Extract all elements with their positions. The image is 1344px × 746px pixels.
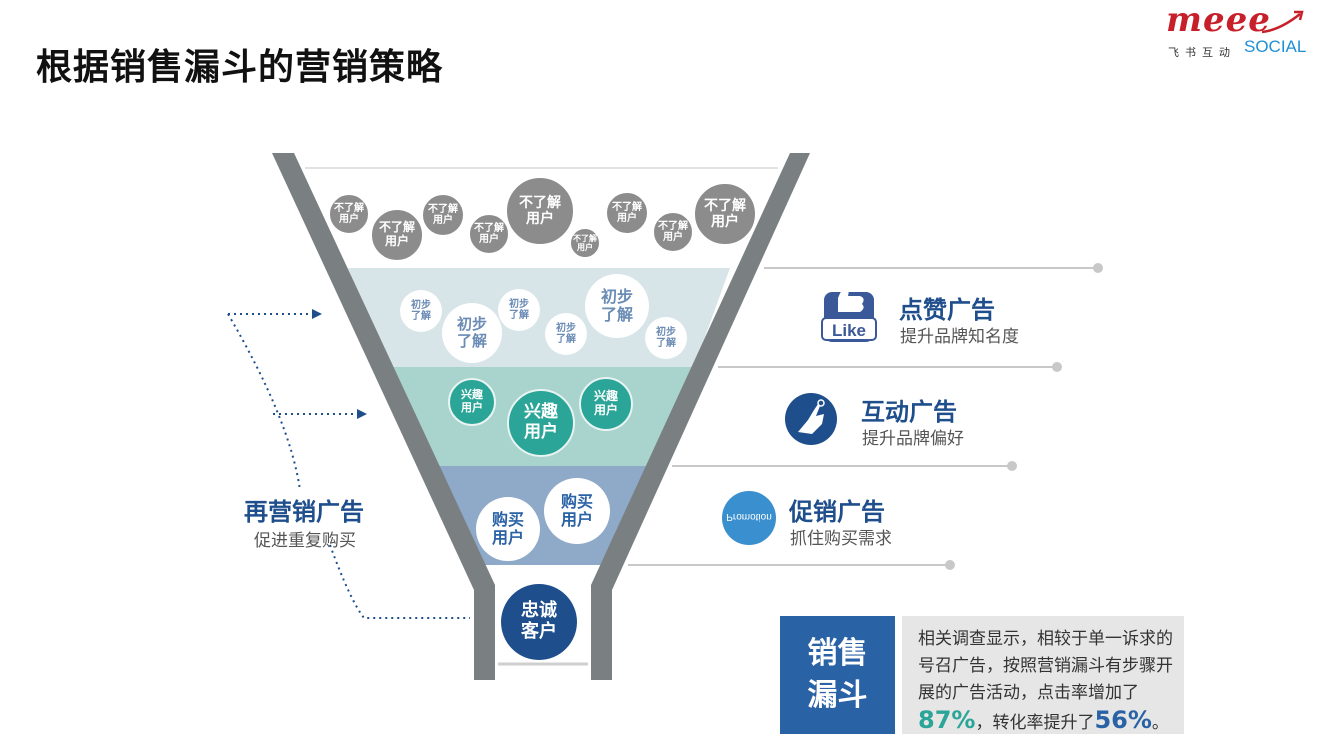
ad-title-like: 点赞广告	[899, 296, 995, 324]
promotion-icon-text: Promotion	[726, 511, 772, 522]
retarget-desc: 促进重复购买	[254, 531, 356, 551]
loyal-bubble: 忠诚 客户	[501, 584, 577, 660]
retarget-title: 再营销广告	[244, 498, 364, 526]
ad-title-promo: 促销广告	[789, 498, 885, 526]
unaware-bubble: 不了解 用户	[569, 227, 601, 259]
brand-logo: meee 飞书互动 SOCIAL	[1160, 0, 1310, 60]
stat-text-1: 相关调查显示，相较于单一诉求的号召广告，按照营销漏斗有步骤开展的广告活动，点击率…	[918, 629, 1173, 703]
unaware-bubble: 不了解 用户	[370, 208, 424, 262]
aware-bubble: 初步 了解	[585, 274, 649, 338]
unaware-bubble: 不了解 用户	[693, 182, 757, 246]
stat-text-2: ，转化率提升了	[975, 713, 1095, 733]
like-icon: Like	[821, 286, 877, 342]
ad-title-interact: 互动广告	[861, 398, 957, 426]
unaware-bubble: 不了解 用户	[328, 193, 370, 235]
sales-stat-text: 相关调查显示，相较于单一诉求的号召广告，按照营销漏斗有步骤开展的广告活动，点击率…	[902, 616, 1184, 734]
stat-text-3: 。	[1151, 713, 1169, 733]
unaware-bubble: 不了解 用户	[421, 193, 465, 237]
stat-click-rate: 87%	[918, 706, 976, 734]
ad-desc-promo: 抓住购买需求	[790, 529, 892, 549]
arrow-head-2	[357, 409, 367, 419]
arrow-head-1	[312, 309, 322, 319]
aware-bubble: 初步 了解	[442, 303, 502, 363]
connector-dot-1	[1093, 263, 1103, 273]
aware-bubble: 初步 了解	[545, 313, 587, 355]
hand-touch-icon	[785, 393, 837, 445]
like-icon-text: Like	[832, 321, 866, 340]
connector-dot-2	[1052, 362, 1062, 372]
connector-dot-4	[945, 560, 955, 570]
aware-bubble: 初步 了解	[498, 289, 540, 331]
connector-dot-3	[1007, 461, 1017, 471]
aware-bubble: 初步 了解	[645, 317, 687, 359]
logo-subtitle: 飞书互动	[1168, 46, 1236, 59]
page-title: 根据销售漏斗的营销策略	[36, 47, 444, 88]
stat-conversion-rate: 56%	[1094, 706, 1152, 734]
promotion-icon: Promotion	[722, 491, 776, 545]
interest-bubble: 兴趣 用户	[448, 378, 496, 426]
retarget-arrows	[227, 313, 470, 619]
ad-desc-interact: 提升品牌偏好	[862, 429, 964, 449]
aware-bubble: 初步 了解	[400, 290, 442, 332]
logo-social: SOCIAL	[1244, 37, 1307, 56]
buy-bubble: 购买 用户	[476, 497, 540, 561]
logo-script: meee	[1166, 0, 1271, 40]
logo-arrow-icon	[1261, 10, 1304, 34]
unaware-bubble: 不了解 用户	[505, 176, 575, 246]
interest-bubble: 兴趣 用户	[507, 389, 575, 457]
unaware-bubble: 不了解 用户	[605, 191, 649, 235]
ad-desc-like: 提升品牌知名度	[900, 327, 1019, 347]
buy-bubble: 购买 用户	[544, 478, 610, 544]
interest-bubble: 兴趣 用户	[579, 377, 633, 431]
unaware-bubble: 不了解 用户	[652, 211, 694, 253]
sales-funnel-label: 销售 漏斗	[780, 616, 895, 734]
unaware-bubble: 不了解 用户	[468, 213, 510, 255]
